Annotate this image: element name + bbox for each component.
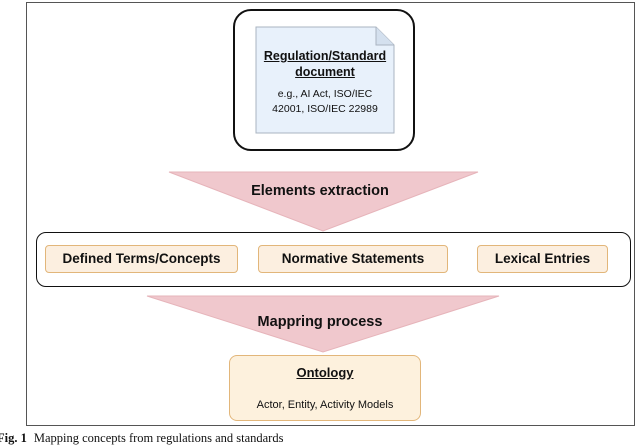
document-desc-line2: 42001, ISO/IEC 22989	[272, 103, 378, 115]
arrow2-label: Mappring process	[257, 314, 383, 330]
element-lexical-entries: Lexical Entries	[477, 245, 608, 273]
arrow1-label: Elements extraction	[251, 183, 389, 199]
caption-text: Mapping concepts from regulations and st…	[33, 431, 284, 445]
document-title: Regulation/Standard document	[255, 48, 395, 80]
document-title-line2: document	[295, 65, 355, 79]
document-icon	[255, 26, 395, 134]
element-normative-statements: Normative Statements	[258, 245, 448, 273]
ontology-description: Actor, Entity, Activity Models	[256, 399, 394, 411]
figure-frame	[26, 2, 635, 426]
ontology-node: Ontology Actor, Entity, Activity Models	[229, 355, 421, 421]
document-title-line1: Regulation/Standard	[263, 49, 387, 63]
element-defined-terms: Defined Terms/Concepts	[45, 245, 238, 273]
ontology-title: Ontology	[296, 365, 354, 380]
figure-caption: Fig. 1 Mapping concepts from regulations …	[0, 431, 283, 446]
document-paper: Regulation/Standard document e.g., AI Ac…	[255, 26, 395, 134]
document-node: Regulation/Standard document e.g., AI Ac…	[233, 9, 415, 151]
document-desc-line1: e.g., AI Act, ISO/IEC	[277, 88, 373, 100]
caption-label: Fig. 1	[0, 431, 27, 445]
document-description: e.g., AI Act, ISO/IEC 42001, ISO/IEC 229…	[255, 87, 395, 117]
elements-container: Defined Terms/Concepts Normative Stateme…	[36, 232, 631, 287]
